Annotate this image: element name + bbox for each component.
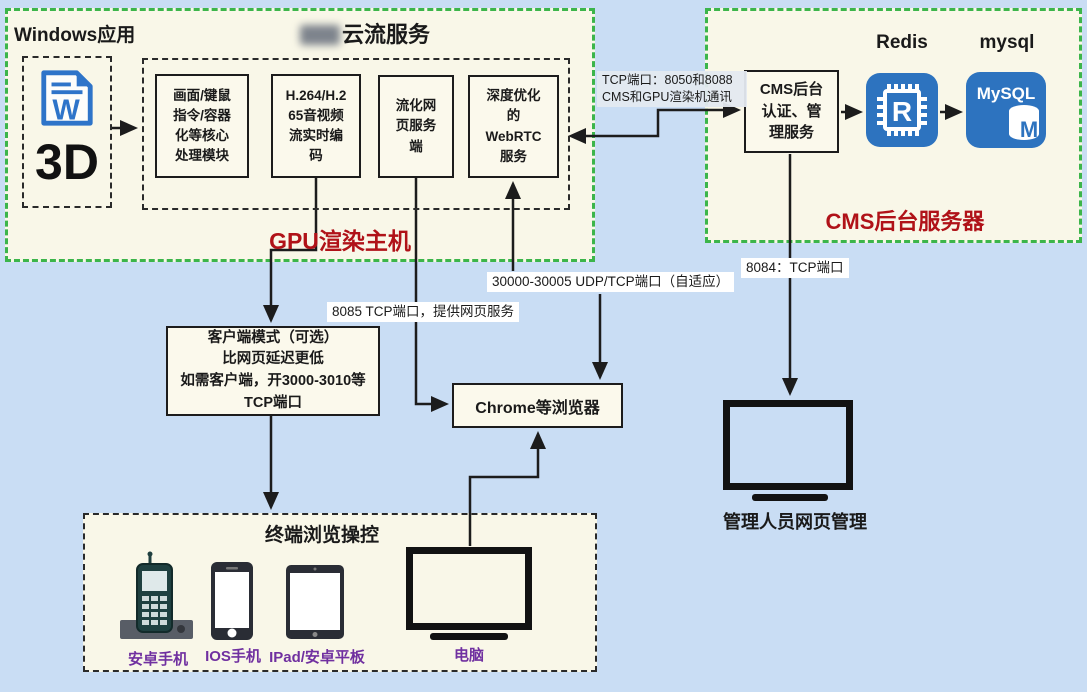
- pc-monitor-stand: [430, 633, 508, 640]
- cms-auth-box: CMS后台 认证、管 理服务: [744, 70, 839, 153]
- android-phone-label: 安卓手机: [127, 651, 188, 668]
- service-title: 云流服务: [300, 17, 430, 49]
- svg-text:MySQL: MySQL: [977, 84, 1036, 103]
- redis-label: Redis: [876, 32, 928, 53]
- gpu-host-caption: GPU渲染主机: [269, 228, 411, 254]
- module-streaming-web-server: 流化网 页服务 端: [378, 75, 454, 178]
- word-document-icon: W: [24, 68, 110, 133]
- module-h264-encoder: H.264/H.2 65音视频 流实时编 码: [271, 74, 361, 178]
- arrow-encoder-to-client: [263, 178, 318, 323]
- terminal-panel-title: 终端浏览操控: [264, 525, 379, 546]
- port-label-udp-30000: 30000-30005 UDP/TCP端口（自适应）: [487, 272, 735, 293]
- chrome-browser-box: Chrome等浏览器: [452, 383, 623, 428]
- ipad-tablet-label: IPad/安卓平板: [269, 649, 365, 666]
- blurred-logo: [300, 25, 340, 45]
- app-3d-label: 3D: [35, 134, 99, 190]
- port-label-tcp-8084: 8084：TCP端口: [741, 258, 849, 279]
- mysql-icon: MySQL M: [966, 72, 1046, 153]
- ipad-tablet-icon: [286, 565, 344, 644]
- module-core-processing: 画面/键鼠 指令/容器 化等核心 处理模块: [155, 74, 249, 178]
- windows-app-label: Windows应用: [14, 25, 136, 46]
- arrow-gpu-cms-link: [568, 102, 741, 144]
- pc-monitor-icon: [406, 547, 532, 630]
- svg-text:R: R: [892, 96, 912, 127]
- client-mode-box: 客户端模式（可选） 比网页延迟更低 如需客户端，开3000-3010等 TCP端…: [166, 326, 380, 416]
- service-title-text: 云流服务: [342, 22, 431, 47]
- windows-3d-app-box: W 3D: [22, 56, 112, 208]
- admin-monitor-icon: [723, 400, 853, 490]
- svg-text:W: W: [52, 94, 80, 126]
- cms-server-caption: CMS后台服务器: [825, 209, 985, 234]
- mysql-label: mysql: [979, 32, 1035, 53]
- ios-phone-label: IOS手机: [205, 648, 261, 665]
- admin-monitor-label: 管理人员网页管理: [723, 512, 867, 532]
- arrow-pc-to-chrome: [468, 431, 546, 546]
- arrow-streaming-to-chrome: [414, 178, 449, 412]
- module-webrtc-service: 深度优化 的 WebRTC 服务: [468, 75, 559, 178]
- port-label-tcp-8050: TCP端口：8050和8088 CMS和GPU渲染机通讯: [597, 71, 747, 107]
- pc-monitor-label: 电脑: [453, 647, 484, 664]
- admin-monitor-stand: [752, 494, 828, 501]
- port-label-tcp-8085: 8085 TCP端口，提供网页服务: [327, 302, 520, 323]
- android-phone-icon: [113, 550, 199, 649]
- redis-icon: R: [866, 73, 938, 152]
- svg-text:M: M: [1020, 117, 1038, 142]
- ios-phone-icon: [211, 562, 253, 645]
